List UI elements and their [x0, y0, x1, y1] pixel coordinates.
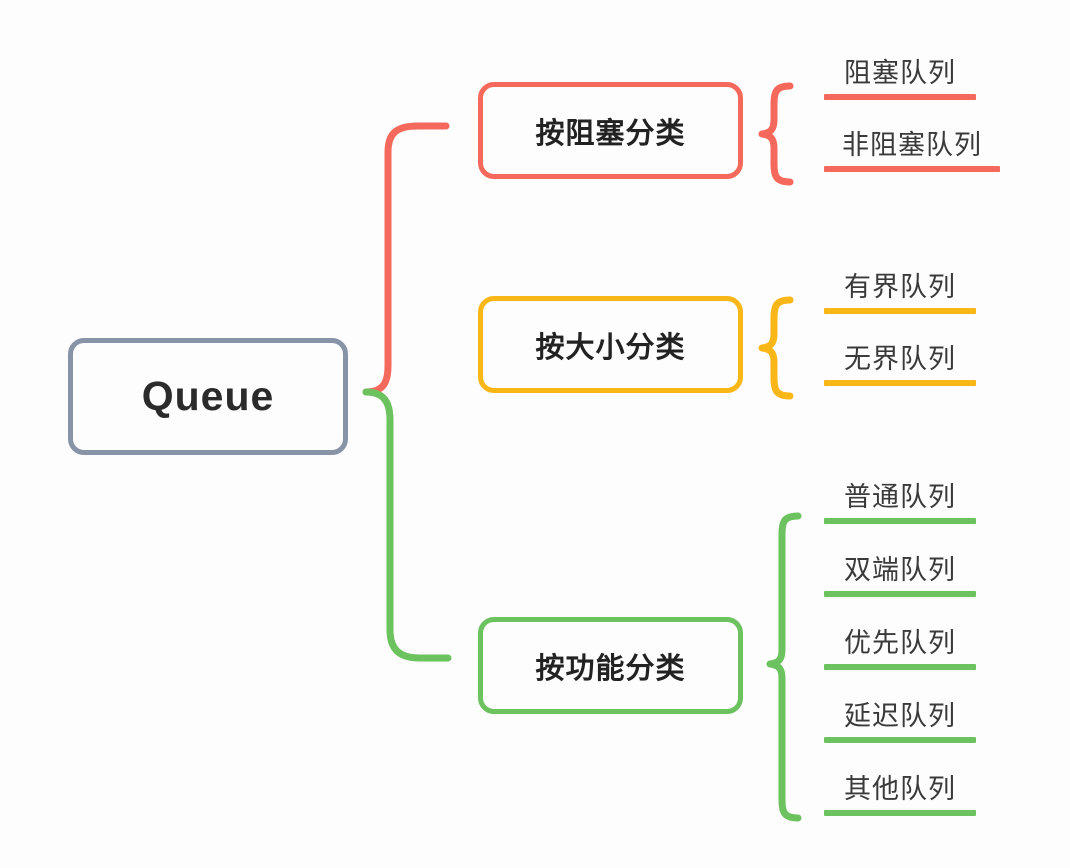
brace-blocking	[758, 82, 794, 186]
category-node-function-label: 按功能分类	[535, 652, 686, 685]
leaf-item-label: 优先队列	[844, 628, 956, 658]
leaf-item-rule	[824, 308, 976, 314]
category-node-blocking[interactable]: 按阻塞分类	[478, 82, 743, 179]
category-node-blocking-label: 按阻塞分类	[535, 117, 686, 150]
leaf-item-label: 无界队列	[844, 344, 956, 374]
leaf-item-rule	[824, 94, 976, 100]
leaf-item-label: 非阻塞队列	[842, 130, 982, 160]
root-node[interactable]: Queue	[68, 338, 348, 455]
leaf-item[interactable]: 阻塞队列	[824, 44, 976, 100]
connector-root-to-blocking	[362, 122, 450, 396]
category-node-function[interactable]: 按功能分类	[478, 617, 743, 714]
leaf-item-rule	[824, 591, 976, 597]
leaf-item-label: 延迟队列	[844, 701, 956, 731]
leaf-item[interactable]: 非阻塞队列	[824, 116, 1000, 172]
leaf-item[interactable]: 无界队列	[824, 330, 976, 386]
leaf-item-label: 双端队列	[844, 555, 956, 585]
leaf-item-label: 阻塞队列	[844, 58, 956, 88]
leaf-item-label: 普通队列	[844, 482, 956, 512]
leaf-item[interactable]: 双端队列	[824, 541, 976, 597]
brace-size	[758, 296, 794, 400]
category-node-size[interactable]: 按大小分类	[478, 296, 743, 393]
leaf-item-rule	[824, 810, 976, 816]
leaf-item[interactable]: 优先队列	[824, 614, 976, 670]
leaf-item-rule	[824, 166, 1000, 172]
leaf-item[interactable]: 延迟队列	[824, 687, 976, 743]
leaf-item-label: 其他队列	[844, 774, 956, 804]
leaf-item-rule	[824, 737, 976, 743]
leaf-item[interactable]: 普通队列	[824, 468, 976, 524]
leaf-item-label: 有界队列	[844, 272, 956, 302]
leaf-item-rule	[824, 664, 976, 670]
leaf-item-rule	[824, 380, 976, 386]
category-node-size-label: 按大小分类	[535, 331, 686, 364]
brace-function	[766, 512, 802, 822]
leaf-item-rule	[824, 518, 976, 524]
root-node-label: Queue	[141, 373, 275, 419]
leaf-item[interactable]: 有界队列	[824, 258, 976, 314]
leaf-item[interactable]: 其他队列	[824, 760, 976, 816]
connector-root-to-function	[362, 388, 452, 662]
